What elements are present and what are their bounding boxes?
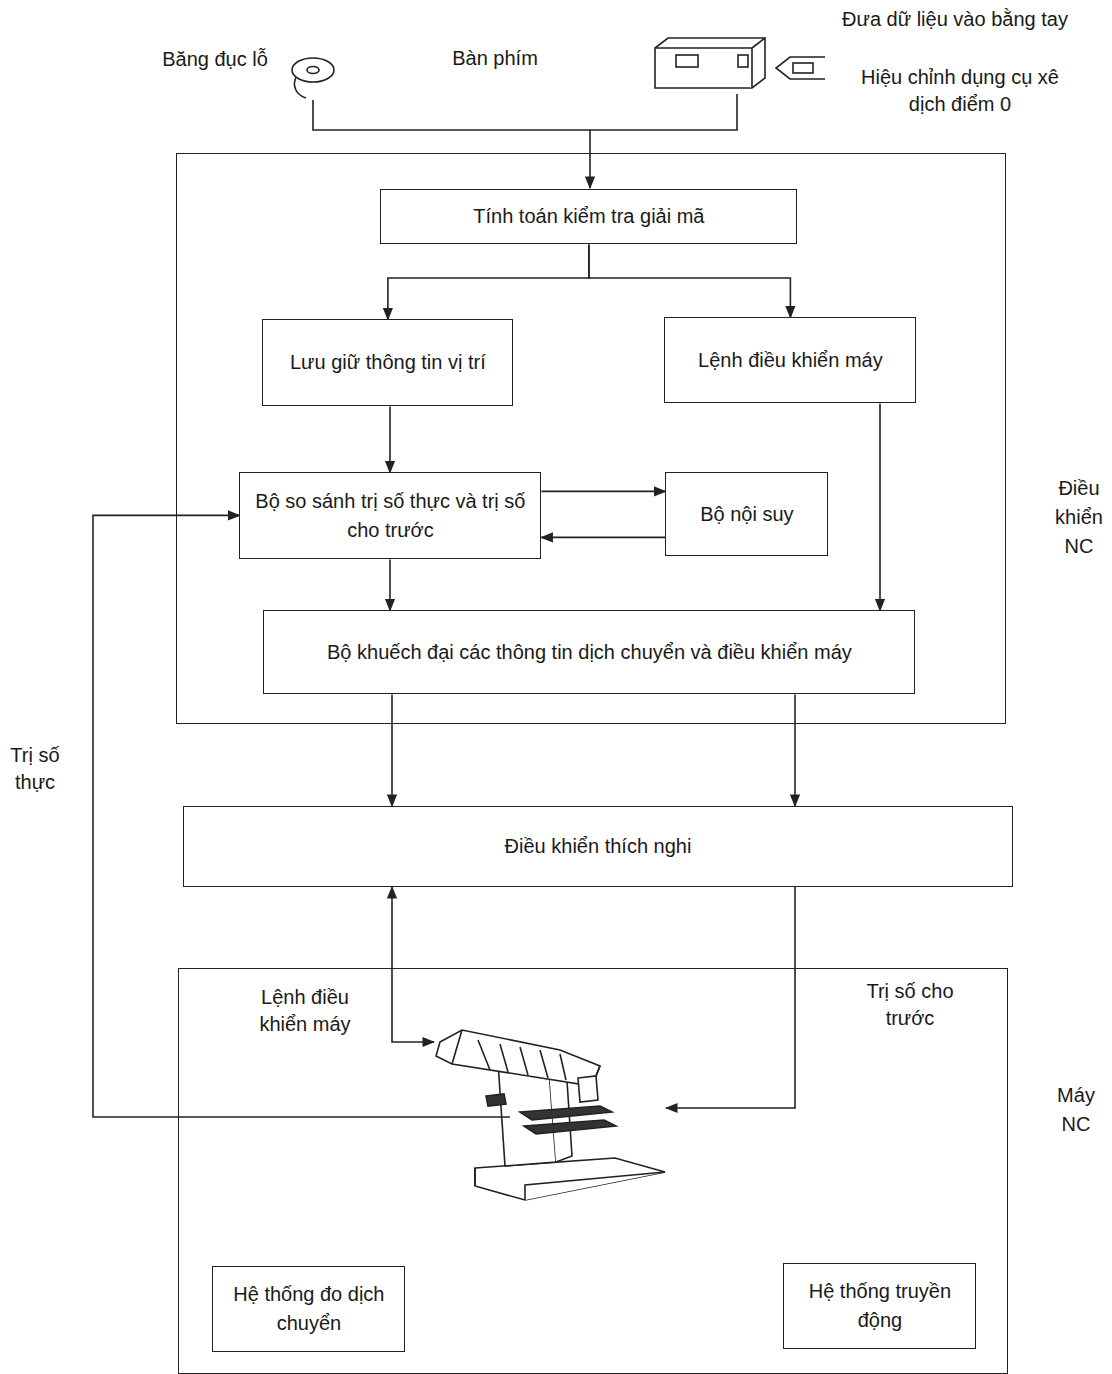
region-heading: Máy NC — [1041, 1081, 1111, 1139]
drive-system-box: Hệ thống truyền động — [783, 1263, 976, 1349]
comparator-box: Bộ so sánh trị số thực và trị số cho trư… — [239, 472, 541, 559]
position-store-box: Lưu giữ thông tin vị trí — [262, 319, 513, 406]
nc-control-region: Điều khiển NCTính toán kiểm tra giải mãL… — [176, 153, 1006, 724]
node-text: Bộ so sánh trị số thực và trị số cho trư… — [250, 487, 530, 545]
node-text: Tính toán kiểm tra giải mã — [473, 202, 704, 231]
connector-arrow — [392, 887, 434, 1042]
card-icon — [776, 57, 825, 79]
connector-arrow — [794, 694, 796, 806]
manual-input-label: Đưa dữ liệu vào bằng tay — [840, 6, 1070, 33]
region-heading: Điều khiển NC — [1041, 474, 1112, 561]
tool-offset-label: Hiệu chỉnh dụng cụ xê dịch điểm 0 — [840, 64, 1080, 118]
node-text: Điều khiển thích nghi — [505, 832, 692, 861]
connector-arrow — [541, 491, 665, 493]
connector-arrow — [391, 694, 393, 806]
amplifier-box: Bộ khuếch đại các thông tin dịch chuyển … — [263, 610, 915, 694]
keyboard-label: Bàn phím — [430, 45, 560, 72]
node-text: Bộ nội suy — [700, 500, 793, 529]
command-label: Lệnh điều khiển máy — [240, 984, 370, 1038]
connector-arrow — [541, 537, 665, 539]
machine-command-box: Lệnh điều khiển máy — [664, 317, 916, 403]
keyboard-icon — [655, 38, 765, 88]
connector-arrow — [389, 559, 391, 610]
node-text: Bộ khuếch đại các thông tin dịch chuyển … — [327, 638, 852, 667]
punched-tape-icon — [292, 58, 334, 98]
connector-arrow — [589, 244, 791, 317]
setpoint-label: Trị số cho trước — [850, 978, 970, 1032]
node-text: Lệnh điều khiển máy — [698, 346, 883, 375]
measuring-system-box: Hệ thống đo dịch chuyển — [212, 1266, 405, 1352]
connector-arrow — [879, 403, 881, 610]
interpolator-box: Bộ nội suy — [665, 472, 828, 556]
connector-arrow — [389, 406, 391, 472]
actual-value-label: Trị số thực — [6, 742, 64, 796]
decode-box: Tính toán kiểm tra giải mã — [380, 189, 797, 244]
input-wires — [313, 94, 737, 188]
machine-illustration — [436, 1030, 665, 1200]
node-text: Hệ thống truyền động — [794, 1277, 965, 1335]
tape-label: Băng đục lỗ — [140, 46, 290, 73]
node-text: Hệ thống đo dịch chuyển — [223, 1280, 394, 1338]
connector-arrow — [666, 887, 795, 1108]
node-text: Lưu giữ thông tin vị trí — [290, 348, 486, 377]
connector-arrow — [388, 244, 589, 319]
adaptive-control-band: Điều khiển thích nghi — [183, 806, 1013, 887]
